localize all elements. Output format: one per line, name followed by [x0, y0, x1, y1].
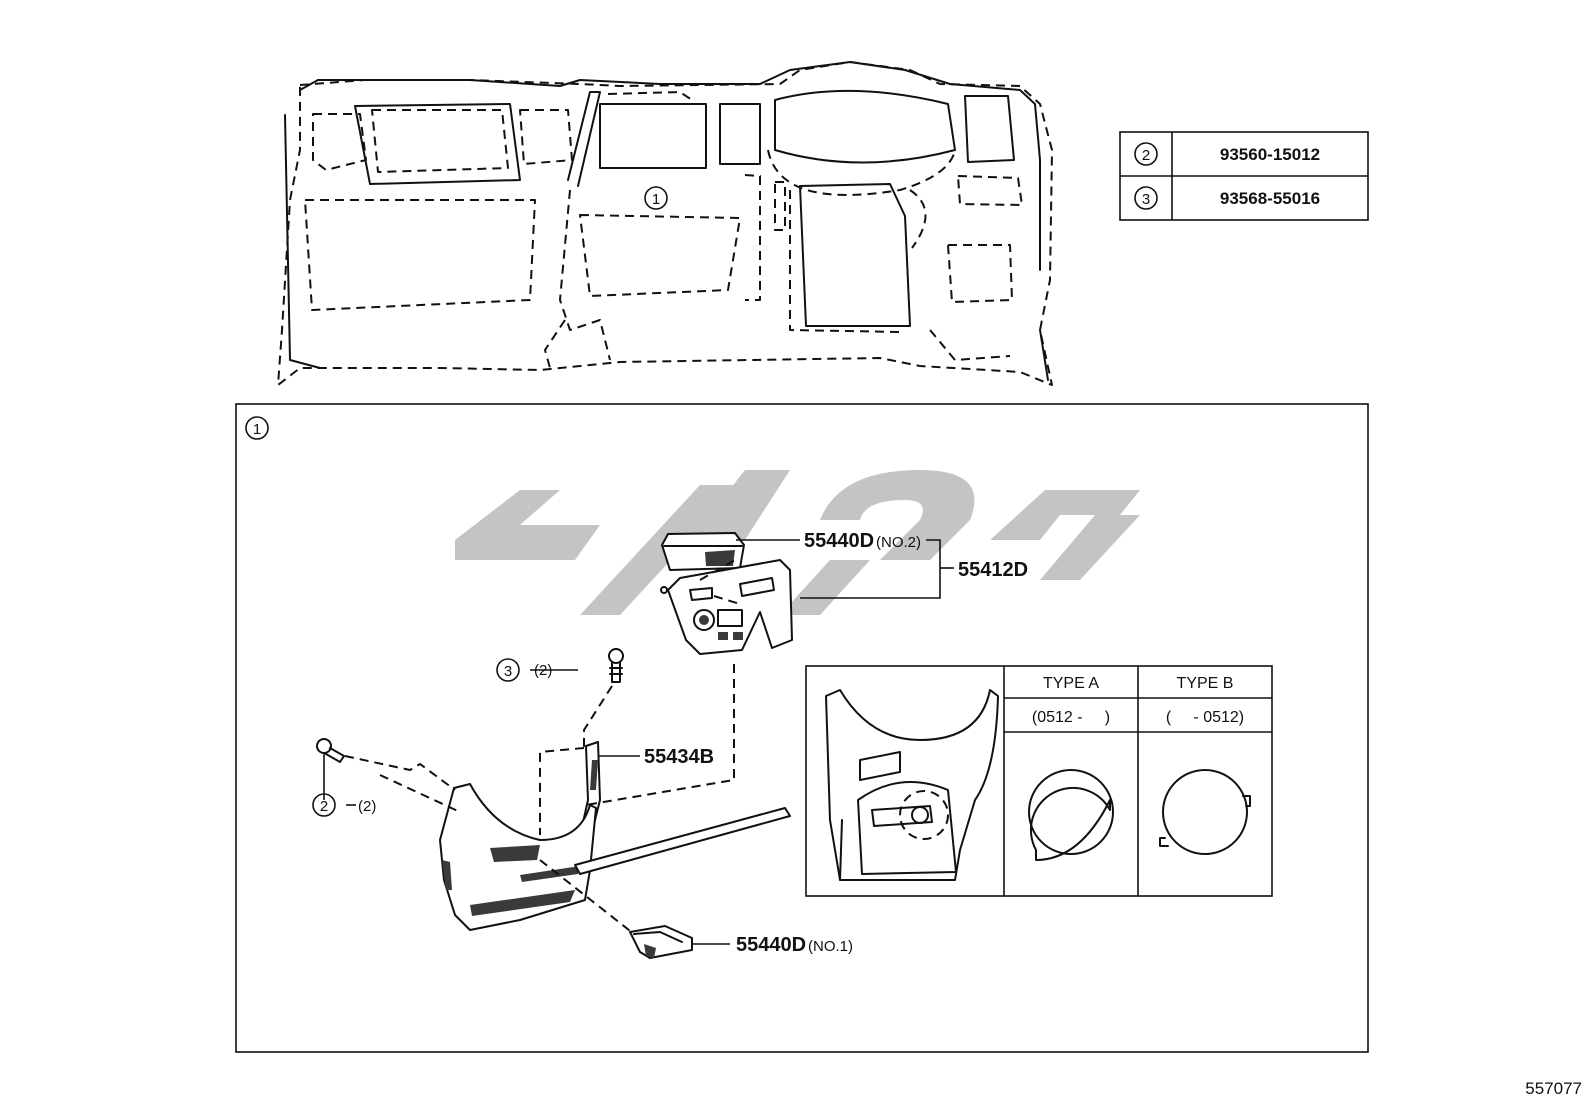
- label-55440d-no2-note: (NO.2): [876, 534, 921, 551]
- detail-frame: 1: [235, 403, 1369, 1053]
- part-lower-console-trim: [439, 783, 597, 931]
- type-comparison-table: TYPE A TYPE B (0512 - ) ( - 0512): [805, 665, 1273, 897]
- diagram-id: 557077: [1525, 1079, 1582, 1098]
- type-b-disc-icon: [1159, 769, 1251, 855]
- part-trim-strip: [574, 807, 791, 875]
- callout-1-top: 1: [652, 191, 660, 208]
- dashboard-overview: 1: [277, 61, 1053, 386]
- fastener-ref-2: 2: [1142, 147, 1150, 164]
- type-a-label: TYPE A: [1043, 675, 1099, 692]
- part-55440d-no1: [629, 925, 693, 959]
- label-55440d-no2: 55440D: [804, 530, 874, 552]
- fastener-table: 2 93560-15012 3 93568-55016: [1119, 131, 1369, 221]
- type-a-range: (0512 - ): [1032, 709, 1110, 726]
- leader-lines: [323, 539, 954, 945]
- qty-screw-3: (2): [534, 662, 552, 679]
- fastener-ref-3: 3: [1142, 191, 1150, 208]
- callout-3: 3: [504, 663, 512, 680]
- qty-screw-2: (2): [358, 798, 376, 815]
- fastener-part-no-3: 93568-55016: [1220, 189, 1320, 208]
- label-55440d-no1: 55440D: [736, 934, 806, 956]
- type-b-label: TYPE B: [1177, 675, 1234, 692]
- screw-2-icon: [316, 738, 345, 763]
- fastener-part-no-2: 93560-15012: [1220, 145, 1320, 164]
- callout-2: 2: [320, 798, 328, 815]
- part-55440d-no2: [661, 532, 745, 571]
- part-labels: 55440D (NO.2) 55412D 55434B 55440D (NO.1…: [312, 530, 1028, 956]
- label-55440d-no1-note: (NO.1): [808, 938, 853, 955]
- watermark-logo: [455, 470, 1140, 615]
- console-illustration: [825, 689, 999, 881]
- part-55412d-panel: [660, 559, 793, 655]
- type-a-disc-icon: [1028, 769, 1114, 861]
- label-55434b: 55434B: [644, 746, 714, 768]
- type-b-range: ( - 0512): [1166, 709, 1244, 726]
- callout-1-detail: 1: [253, 421, 261, 438]
- label-55412d: 55412D: [958, 559, 1028, 581]
- screw-3-icon: [608, 648, 624, 683]
